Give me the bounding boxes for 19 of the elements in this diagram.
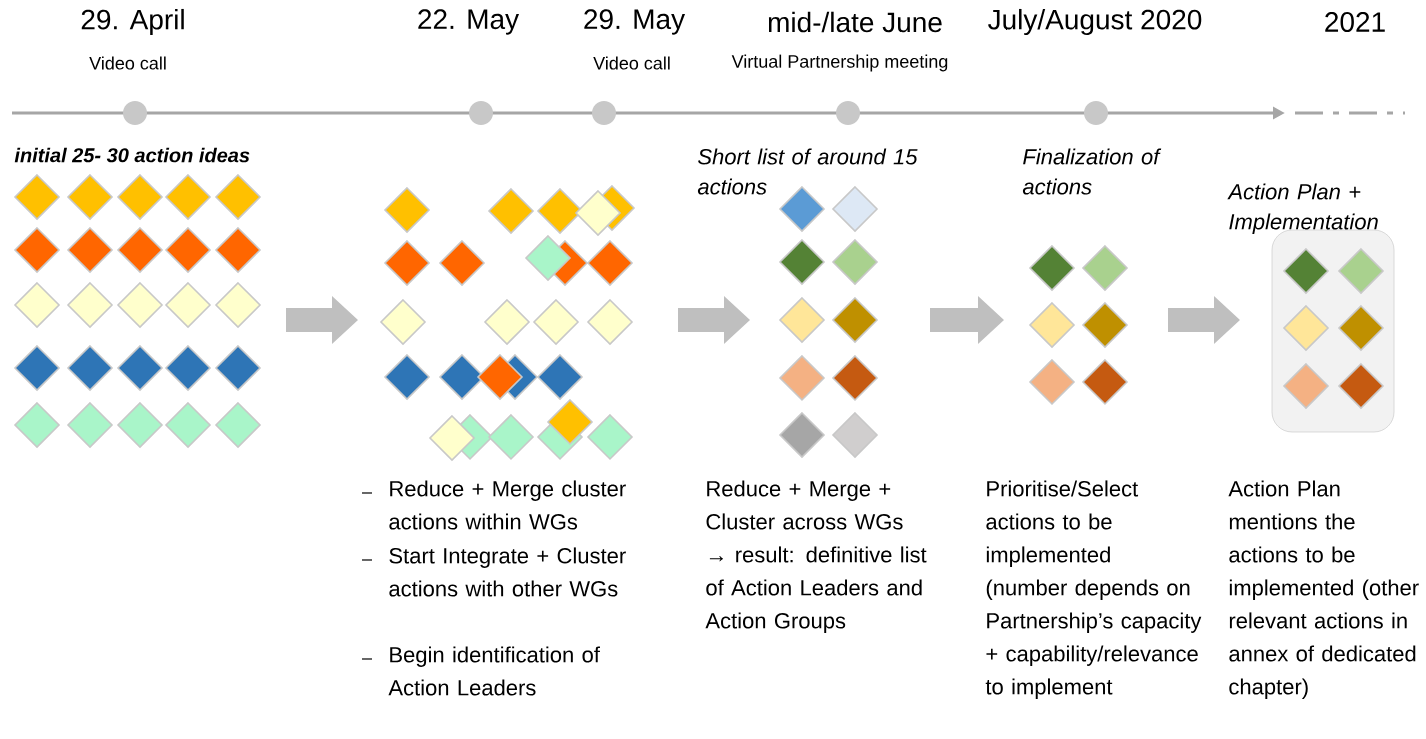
stage-caption: Action Plan + Implementation [1227,183,1378,234]
stage-caption: initial 25- 30 action ideas [14,147,250,163]
date-heading: 2021 [1325,12,1385,32]
date-heading: mid-/late June [768,11,942,33]
list-item: Begin identification of Action Leaders [388,646,600,696]
stage-caption: Finalization of actions [1022,148,1162,195]
date-heading: 22. May [418,9,520,35]
step-description: Action Plan mentions the actions to be implemented (other relevant actions in annex of dedicated chapter) [1228,480,1419,699]
date-heading: July/August 2020 [988,8,1202,36]
list-item: Reduce + Merge cluster actions within WGs [389,480,626,530]
step-description: Prioritise/Select actions to be implemented (number depends on Partnership’s capacity + capability/relevance to implement [985,480,1202,699]
event-label: Video call [593,56,670,70]
event-label: Video call [89,56,166,70]
event-label: Virtual Partnership meeting [731,54,948,72]
date-heading: 29. May [584,9,686,35]
step-description: Reduce + Merge + Cluster across WGs → result: definitive list of Action Leaders and Action Groups [705,480,927,633]
list-item: Start Integrate + Cluster actions with other WGs [389,547,626,597]
stage-caption: Short list of around 15 actions [697,148,918,195]
date-heading: 29. April [81,8,184,36]
